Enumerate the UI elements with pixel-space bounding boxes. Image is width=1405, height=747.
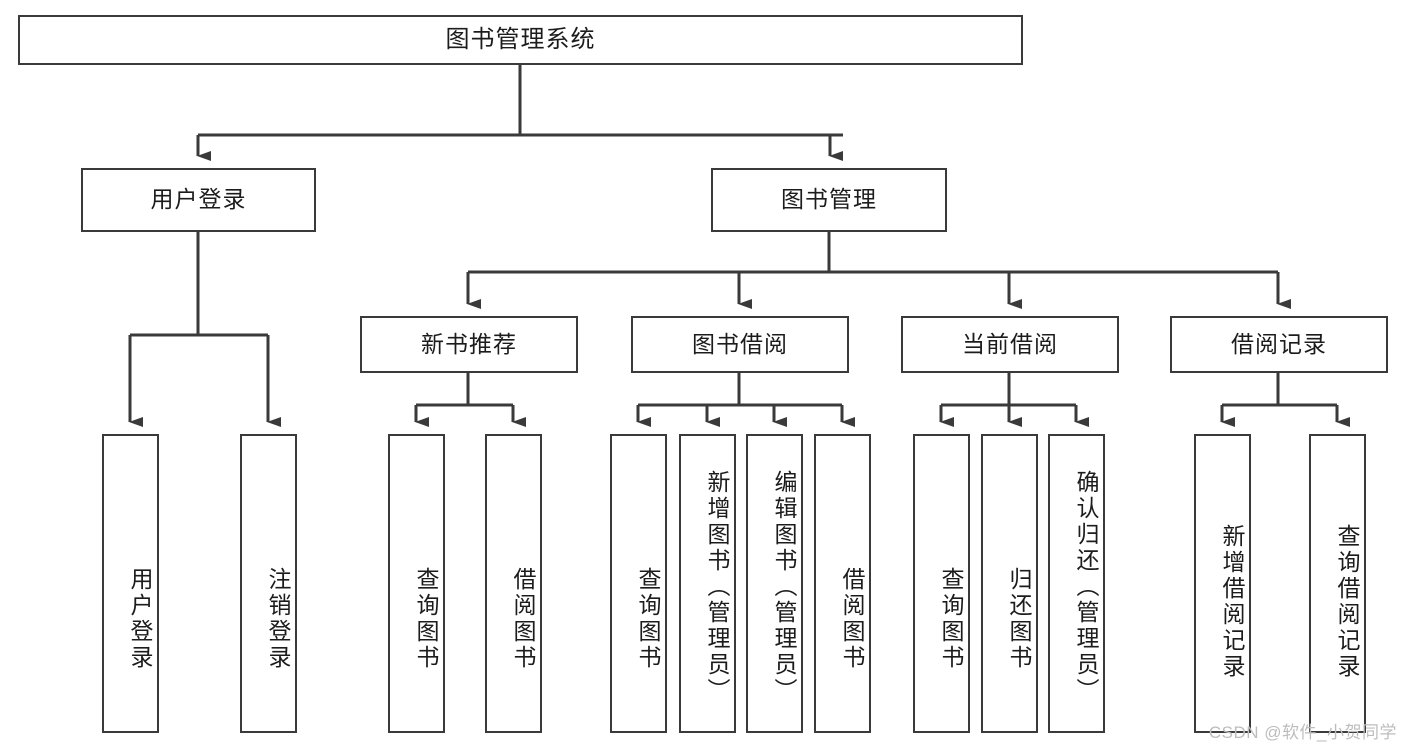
leaf-user-login[interactable]: 用户登录 [102,434,159,733]
leaf-edit-book-admin[interactable]: 编辑图书（管理员） [746,434,803,733]
node-label: 图书借阅 [692,330,788,357]
node-label: 新书推荐 [421,330,517,357]
leaf-borrow-book[interactable]: 借阅图书 [814,434,871,733]
leaf-confirm-return-admin[interactable]: 确认归还（管理员） [1048,434,1105,733]
node-label: 用户登录 [150,186,247,213]
node-label: 编辑图书（管理员） [771,469,797,704]
node-label: 借阅图书 [839,566,865,671]
node-label: 用户登录 [127,566,153,671]
node-label: 借阅记录 [1231,330,1327,357]
leaf-logout[interactable]: 注销登录 [240,434,297,733]
leaf-query-book-current[interactable]: 查询图书 [913,434,970,733]
node-current-borrow[interactable]: 当前借阅 [901,316,1119,373]
node-label: 图书管理 [781,186,877,213]
node-label: 查询图书 [938,566,964,671]
csdn-watermark: CSDN @软件_小贺同学 [1208,723,1397,742]
node-label: 借阅图书 [510,566,536,671]
leaf-query-book-recommend[interactable]: 查询图书 [388,434,445,733]
node-label: 注销登录 [265,566,291,671]
node-label: 新增借阅记录 [1219,523,1245,680]
node-root-book-management-system[interactable]: 图书管理系统 [18,15,1023,65]
node-label: 确认归还（管理员） [1073,469,1099,704]
leaf-query-borrow-record[interactable]: 查询借阅记录 [1309,434,1366,733]
node-label: 归还图书 [1006,566,1032,671]
leaf-add-book-admin[interactable]: 新增图书（管理员） [679,434,736,733]
node-book-management[interactable]: 图书管理 [711,168,947,232]
node-user-login[interactable]: 用户登录 [81,168,316,232]
node-new-book-recommend[interactable]: 新书推荐 [360,316,578,373]
node-label: 新增图书（管理员） [704,469,730,704]
leaf-add-borrow-record[interactable]: 新增借阅记录 [1194,434,1251,733]
node-label: 查询借阅记录 [1334,523,1360,680]
leaf-borrow-book-recommend[interactable]: 借阅图书 [485,434,542,733]
leaf-query-book-borrow[interactable]: 查询图书 [610,434,667,733]
leaf-return-book[interactable]: 归还图书 [981,434,1038,733]
node-book-borrow[interactable]: 图书借阅 [631,316,849,373]
node-label: 图书管理系统 [445,25,596,53]
node-borrow-record[interactable]: 借阅记录 [1170,316,1388,373]
node-label: 当前借阅 [962,330,1058,357]
node-label: 查询图书 [413,566,439,671]
node-label: 查询图书 [635,566,661,671]
